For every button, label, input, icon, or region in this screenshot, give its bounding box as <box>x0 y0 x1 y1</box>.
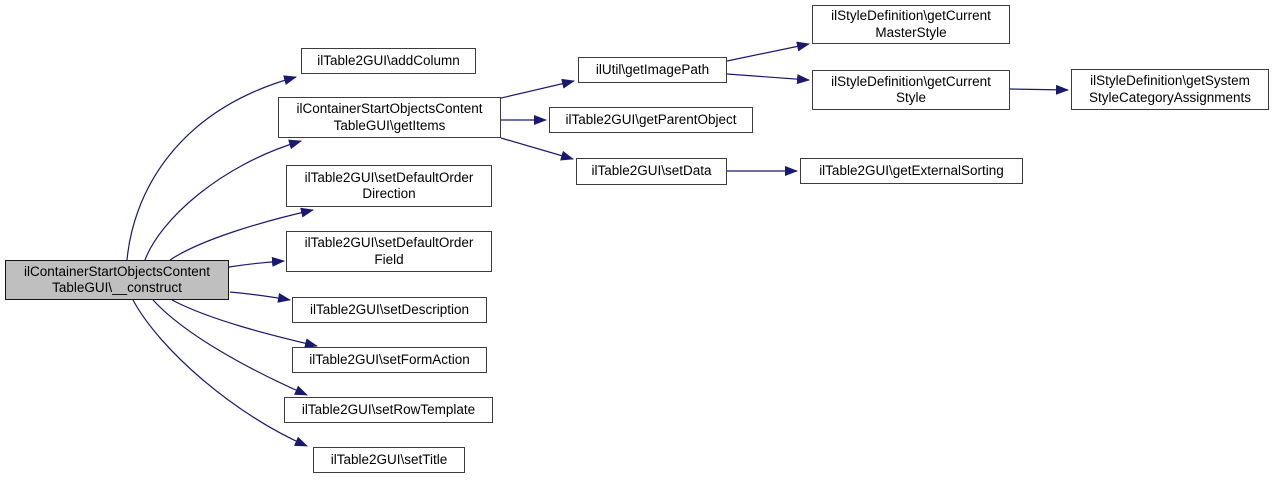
node-set-default-order-field[interactable]: ilTable2GUI\setDefaultOrder Field <box>286 231 492 272</box>
edge-construct-set-default-order-field <box>228 256 285 268</box>
edge-construct-get-items <box>144 139 302 261</box>
node-label: ilTable2GUI\setTitle <box>330 451 448 467</box>
node-label: ilStyleDefinition\getCurrent MasterStyle <box>831 8 991 40</box>
node-label: ilTable2GUI\getParentObject <box>565 111 737 127</box>
node-set-title[interactable]: ilTable2GUI\setTitle <box>313 447 465 473</box>
node-label: ilUtil\getImagePath <box>595 61 710 77</box>
node-get-current-style[interactable]: ilStyleDefinition\getCurrent Style <box>812 70 1010 110</box>
node-set-data[interactable]: ilTable2GUI\setData <box>576 158 727 185</box>
node-get-current-master-style[interactable]: ilStyleDefinition\getCurrent MasterStyle <box>812 5 1010 44</box>
node-label: ilTable2GUI\setDefaultOrder Field <box>304 235 474 267</box>
edge-get-current-style-get-system-style-category-assignments <box>1009 84 1069 95</box>
node-construct[interactable]: ilContainerStartObjectsContent TableGUI\… <box>5 260 229 300</box>
node-label: ilStyleDefinition\getCurrent Style <box>831 73 991 105</box>
node-label: ilTable2GUI\setRowTemplate <box>301 401 476 417</box>
node-label: ilContainerStartObjectsContent TableGUI\… <box>296 101 483 133</box>
edge-get-image-path-get-current-style <box>726 73 810 85</box>
node-label: ilContainerStartObjectsContent TableGUI\… <box>23 263 211 295</box>
node-add-column[interactable]: ilTable2GUI\addColumn <box>301 48 476 74</box>
node-set-default-order-direction[interactable]: ilTable2GUI\setDefaultOrder Direction <box>286 165 492 207</box>
node-get-external-sorting[interactable]: ilTable2GUI\getExternalSorting <box>800 158 1023 184</box>
edge-construct-add-column <box>126 75 297 261</box>
node-label: ilTable2GUI\addColumn <box>317 52 460 68</box>
node-set-form-action[interactable]: ilTable2GUI\setFormAction <box>292 347 487 373</box>
edge-construct-set-form-action <box>171 299 318 349</box>
edge-get-image-path-get-current-master-style <box>726 41 810 62</box>
node-get-image-path[interactable]: ilUtil\getImagePath <box>578 57 727 83</box>
node-set-row-template[interactable]: ilTable2GUI\setRowTemplate <box>284 397 493 423</box>
edge-construct-set-row-template <box>152 299 308 396</box>
edge-get-items-get-image-path <box>496 78 575 100</box>
node-label: ilTable2GUI\setDefaultOrder Direction <box>304 169 474 201</box>
node-label: ilTable2GUI\setFormAction <box>309 351 470 367</box>
edge-get-items-set-data <box>500 137 574 161</box>
edge-construct-set-title <box>132 299 308 447</box>
node-set-description[interactable]: ilTable2GUI\setDescription <box>292 297 487 323</box>
edge-construct-set-description <box>229 291 291 303</box>
node-get-system-style-category-assignments[interactable]: ilStyleDefinition\getSystem StyleCategor… <box>1071 69 1269 110</box>
node-label: ilTable2GUI\setData <box>591 163 712 179</box>
edge-construct-set-default-order-direction <box>169 207 314 261</box>
node-get-parent-object[interactable]: ilTable2GUI\getParentObject <box>549 107 753 133</box>
node-label: ilTable2GUI\getExternalSorting <box>819 162 1004 178</box>
node-get-items[interactable]: ilContainerStartObjectsContent TableGUI\… <box>278 97 501 138</box>
node-label: ilTable2GUI\setDescription <box>309 301 470 317</box>
node-label: ilStyleDefinition\getSystem StyleCategor… <box>1088 73 1252 105</box>
